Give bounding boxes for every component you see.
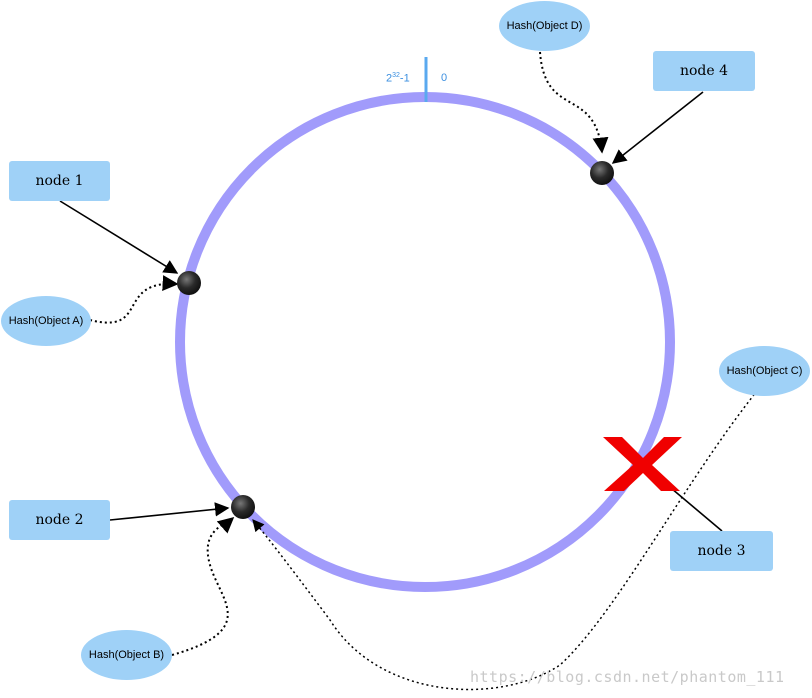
node-2-box: node 2 bbox=[9, 500, 110, 540]
hash-object-c: Hash(Object C) bbox=[719, 346, 810, 396]
node1-point bbox=[177, 271, 201, 295]
ring-max-label: 232-1 bbox=[386, 72, 410, 85]
curve-object-a bbox=[89, 275, 179, 324]
hash-object-b: Hash(Object B) bbox=[81, 630, 172, 680]
curve-object-d bbox=[539, 51, 609, 154]
arrow-node4 bbox=[611, 91, 704, 164]
arrow-node2 bbox=[109, 502, 230, 521]
hash-object-a: Hash(Object A) bbox=[1, 296, 91, 346]
node-1-box: node 1 bbox=[9, 161, 110, 201]
ring-max-exponent: 32 bbox=[392, 72, 400, 79]
curve-object-b bbox=[171, 516, 235, 656]
node-3-box: node 3 bbox=[670, 531, 773, 571]
ring-max-suffix: -1 bbox=[399, 72, 410, 85]
curve-object-c bbox=[252, 374, 771, 691]
hash-object-d: Hash(Object D) bbox=[499, 1, 590, 51]
arrow-node1 bbox=[59, 200, 179, 274]
watermark: https://blog.csdn.net/phantom_111 bbox=[470, 668, 785, 686]
node2-point bbox=[231, 495, 255, 519]
node4-point bbox=[590, 161, 614, 185]
node-4-box: node 4 bbox=[653, 51, 755, 91]
ring-zero-label: 0 bbox=[441, 72, 448, 84]
node3-failure-mark bbox=[603, 437, 682, 491]
ring-max-base: 2 bbox=[386, 72, 393, 85]
